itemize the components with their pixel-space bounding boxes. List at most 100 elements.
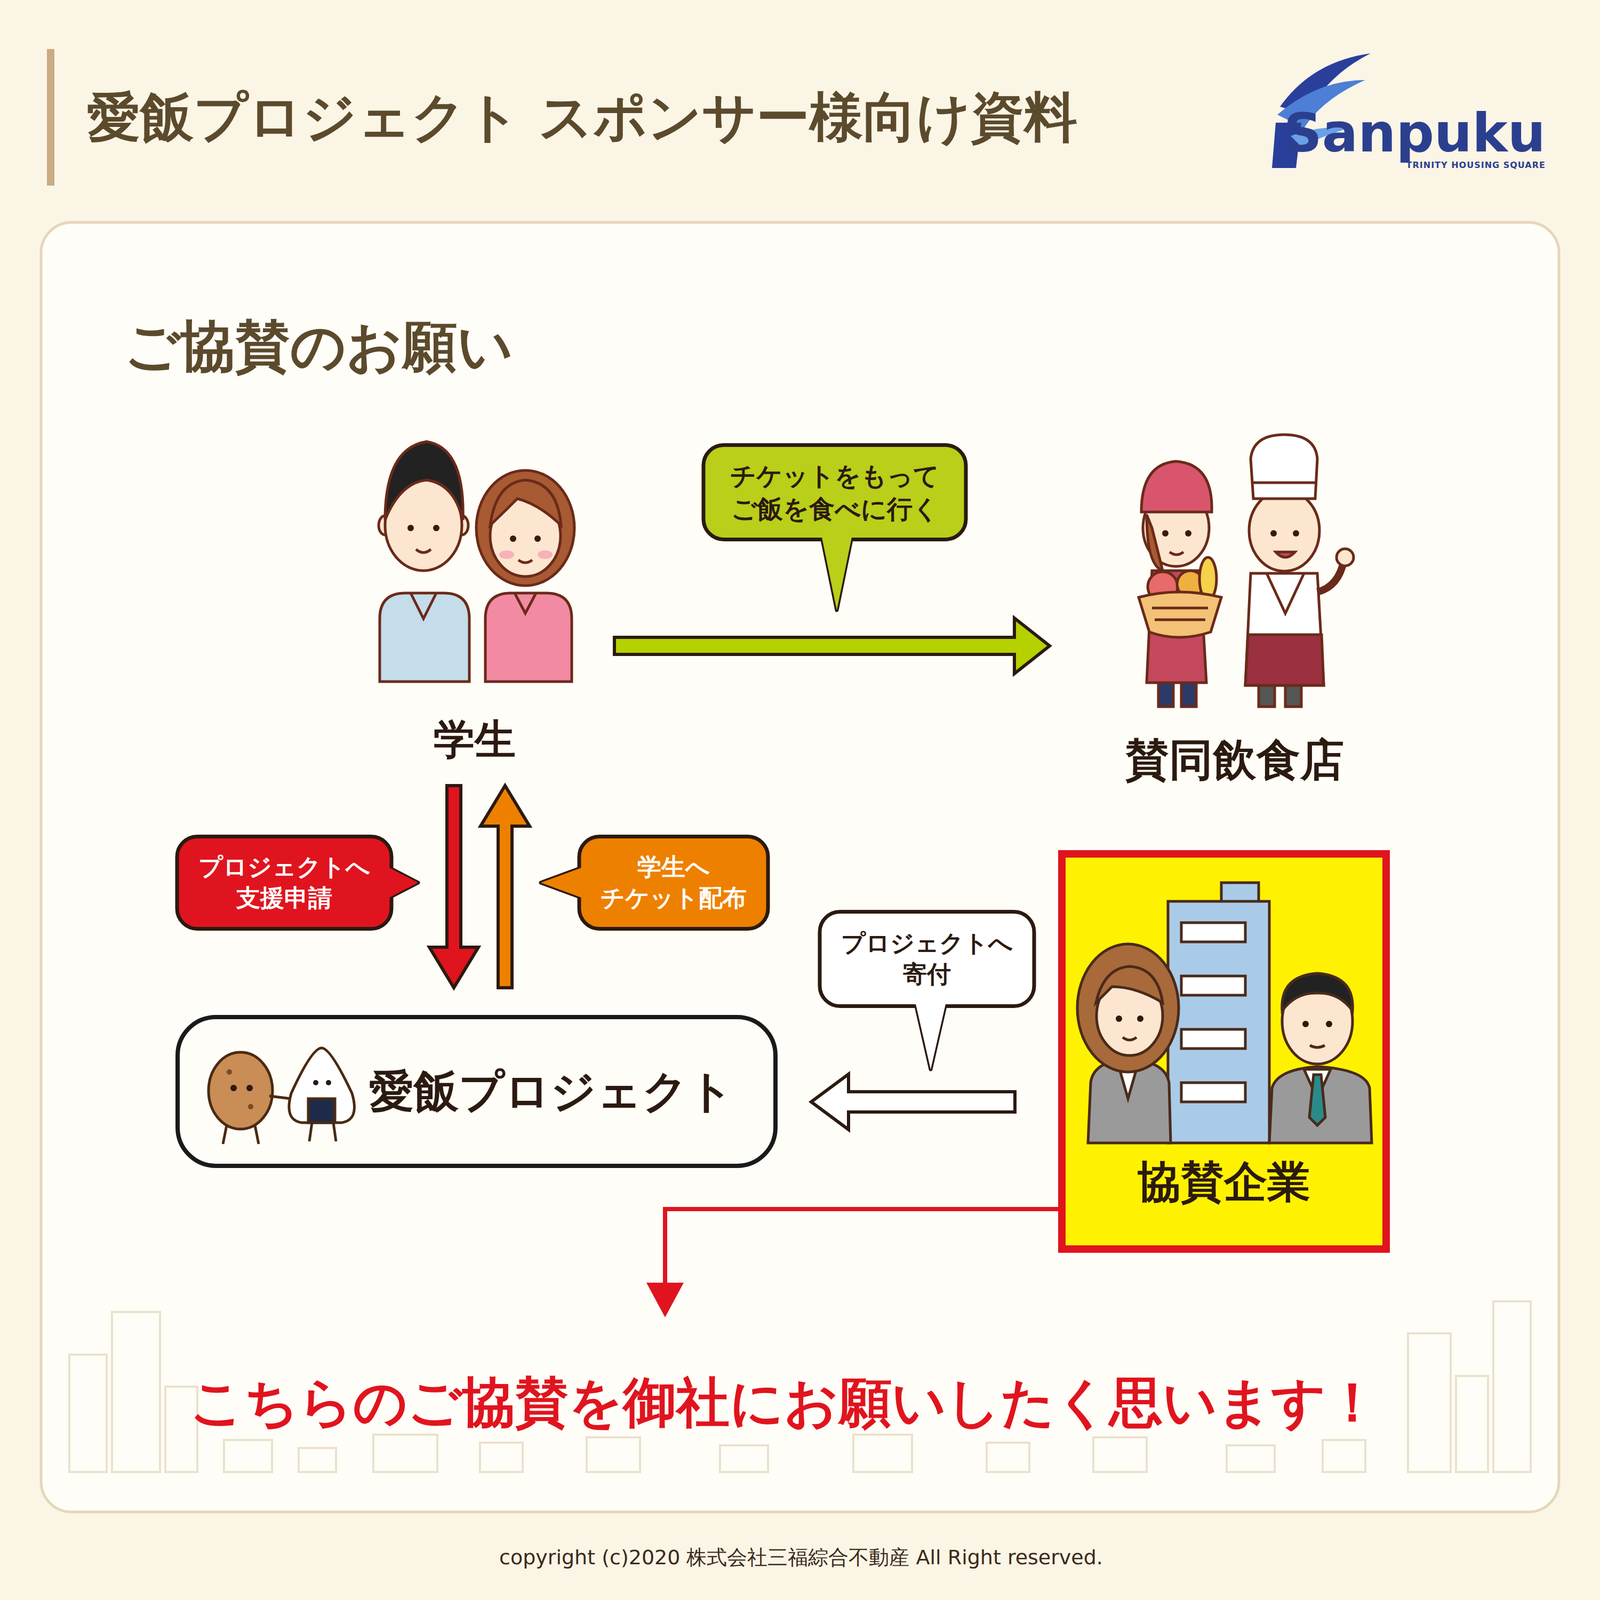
mascot-illustration [208,1052,273,1130]
city-skyline [1226,1445,1275,1472]
restaurant-figure: 賛同飲食店 [1098,423,1371,792]
sponsor-illustration [1096,966,1163,1003]
mascot-illustration [269,1096,291,1099]
sponsor-ground [1058,850,1390,1253]
mascot-illustration [308,1098,335,1123]
ticket-arrow [480,785,530,988]
restaurant-illustration [1138,592,1222,638]
speech-bubble [540,867,582,898]
mascot-illustration [226,1069,232,1075]
restaurant-illustration [1275,552,1295,558]
restaurant-illustration [1270,530,1277,537]
speech-bubble [540,836,768,930]
restaurant-illustration [1185,530,1192,537]
sponsor-illustration [1181,976,1246,996]
speech-bubble [819,912,1035,1070]
restaurant-illustration [1162,530,1169,537]
sponsor-illustration [1168,901,1270,1143]
city-skyline [373,1434,438,1472]
speech-bubble [177,836,392,930]
speech-bubble [177,836,419,930]
restaurant-illustration [1141,461,1212,512]
mascot-illustration [246,1084,253,1092]
students-illustration [379,593,470,682]
sponsor-illustration [1309,1045,1325,1048]
page-title: 愛飯プロジェクト スポンサー様向け資料 [86,85,1078,150]
restaurant-illustration [1245,573,1324,686]
edge-callout: プロジェクトへ 寄付 [819,912,1035,1007]
students-illustration [476,470,575,586]
speech-bubble [389,867,419,898]
students-illustration [433,524,440,532]
restaurant-illustration [1250,434,1318,499]
sponsor-box: 協賛企業 [1058,850,1390,1253]
city-skyline [480,1442,523,1472]
speech-bubble [579,836,768,930]
restaurant-illustration [1146,514,1163,571]
city-skyline [224,1440,272,1472]
restaurant-illustration [1152,608,1208,620]
restaurant-illustration [1253,481,1316,485]
sponsor-illustration [1122,1037,1137,1040]
mascot-illustration [313,1080,319,1086]
city-skyline [69,1354,107,1472]
sponsor-illustration [1077,882,1372,1143]
donation-arrow [811,1074,1015,1130]
sponsor-illustration [1302,1020,1309,1028]
project-box: 愛飯プロジェクト [175,1014,778,1168]
node-label: 協賛企業 [1137,1156,1311,1208]
city-skyline [586,1437,640,1472]
sponsor-illustration [1181,922,1246,942]
node-label: 愛飯プロジェクト [369,1064,734,1119]
city-skyline [986,1442,1030,1472]
mascot-illustration [325,1080,332,1086]
content-panel [41,222,1559,1512]
section-heading: ご協賛のお願い [124,313,514,380]
sponsor-illustration [1282,973,1353,1011]
title-bar [46,49,55,186]
students-illustration [514,593,536,614]
sponsor-illustration [1115,1015,1123,1022]
copyright-note: copyright (c)2020 株式会社三福綜合不動産 All Right … [499,1545,1103,1571]
edge-callout: プロジェクトへ 支援申請 [177,836,392,930]
edge-callout: 学生へ チケット配布 [579,836,768,930]
city-skyline [1093,1437,1147,1472]
request-pointer [665,1209,1059,1291]
connectors [429,618,1050,1130]
city-skyline [853,1434,912,1472]
sponsor-illustration [1309,1074,1326,1126]
students-illustration [537,550,553,559]
students-illustration [410,593,437,619]
node-label: 賛同飲食店 [1125,733,1344,787]
speech-bubble [703,445,966,611]
students-illustration [385,441,463,520]
students-illustration [518,560,533,563]
restaurant-illustration [1169,552,1184,555]
logo-subtext: TRINITY HOUSING SQUARE [1406,160,1546,171]
speech-bubble [703,445,966,540]
city-skyline [69,1301,1531,1472]
student-figure: 学生 [377,438,572,770]
sponsor-illustration [1325,1020,1333,1028]
students-illustration [499,550,515,559]
speech-bubble [915,1004,946,1070]
restaurant-illustration [1336,548,1354,566]
students-illustration [485,593,572,682]
speech-bubble [915,1004,946,1070]
sponsor-illustration [1181,1029,1246,1049]
speech-bubble [540,867,582,898]
city-skyline [720,1445,768,1472]
request-pointer [646,1209,1059,1318]
logo-text: Sanpuku [1283,101,1546,166]
request-pointer [646,1282,684,1318]
apply-arrow [429,785,479,988]
mascot-illustration [309,1122,336,1142]
restaurant-illustration [1138,434,1354,707]
sponsor-illustration [1181,1082,1246,1102]
visit-arrow [614,618,1050,674]
mascot-illustration [289,1048,355,1123]
students-illustration [534,535,541,542]
sponsor-illustration [1077,944,1179,1072]
